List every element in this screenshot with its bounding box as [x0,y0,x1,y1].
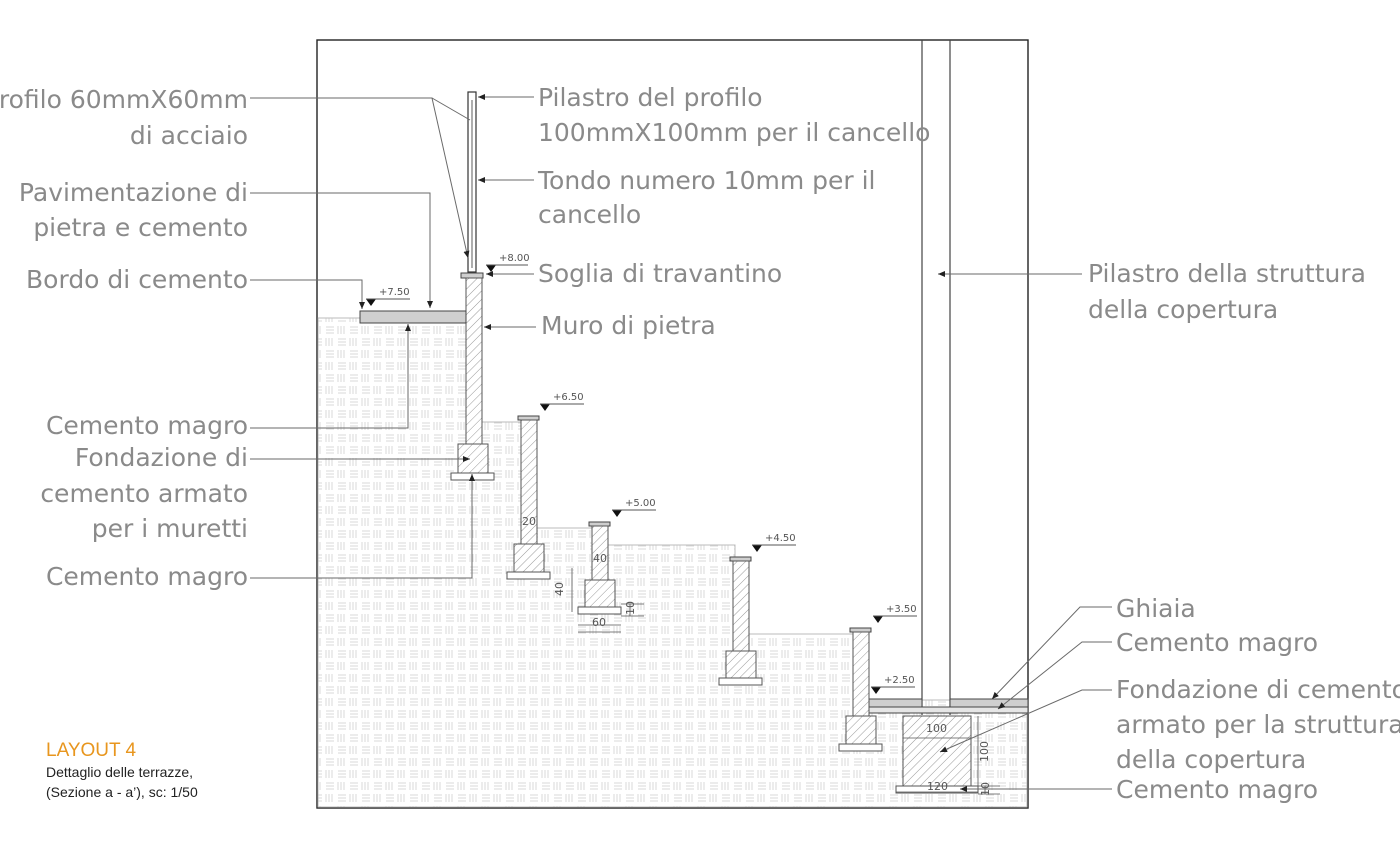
terraced-soil [317,317,1028,808]
wall-foundation-2-base [506,571,551,580]
label-fond-cop-2: armato per la struttura [1116,710,1400,739]
wall-cap-5 [849,627,872,633]
label-pilastro-profilo-1: Pilastro del profilo [538,83,763,112]
label-fond-cop-1: Fondazione di cemento [1116,675,1400,704]
wall-foundation-5 [845,715,877,745]
level-800: +8.00 [499,253,530,264]
wall-foundation-3 [584,579,616,608]
wall-foundation-4 [725,650,757,679]
label-cemento-magro-3: Cemento magro [1116,628,1318,657]
label-cemento-magro-2: Cemento magro [46,562,248,591]
dim-100-width: 100 [926,722,947,735]
label-tondo-2: cancello [538,200,641,229]
label-muro: Muro di pietra [541,311,716,340]
wall-foundation-5-base [838,743,883,752]
dim-40-foot: 40 [553,582,566,596]
gate-pillar [467,91,477,273]
label-fondazione-1: Fondazione di [75,443,248,472]
label-pavimentazione-1: Pavimentazione di [19,178,248,207]
wall-foundation-2 [513,543,545,573]
wall-cap-2 [517,415,540,421]
label-fondazione-2: cemento armato [40,479,248,508]
wall-foundation-3-base [577,606,622,615]
caption-line-2: (Sezione a - a’), sc: 1/50 [46,784,198,800]
dim-20: 20 [522,515,536,528]
dim-10-a: 10 [624,601,637,615]
level-350: +3.50 [886,604,917,615]
roof-foundation [902,715,972,787]
label-pilastro-struttura-1: Pilastro della struttura [1088,259,1366,288]
wall-cap-3 [588,521,611,527]
level-650: +6.50 [553,392,584,403]
stone-wall-1 [465,277,483,445]
label-cemento-magro-1: Cemento magro [46,411,248,440]
gravel-layer-left [867,698,923,708]
label-cemento-magro-4: Cemento magro [1116,775,1318,804]
drawing-frame [316,39,1029,809]
lean-concrete-band [867,706,1029,714]
stone-wall-5 [852,631,870,717]
label-bordo: Bordo di cemento [26,265,248,294]
wall-cap-4 [729,556,752,562]
caption-line-1: Dettaglio delle terrazze, [46,764,194,780]
dimension-lines [571,568,1000,795]
paving-slab [359,310,467,324]
label-pavimentazione-2: pietra e cemento [33,213,248,242]
dim-40-wall: 40 [593,552,607,565]
label-ghiaia: Ghiaia [1116,594,1196,623]
label-soglia: Soglia di travantino [538,259,782,288]
level-markers [366,264,917,694]
level-750: +7.50 [379,287,410,298]
dim-120: 120 [927,780,948,793]
gravel-layer [949,698,1029,708]
stone-wall-4 [732,560,750,652]
label-profilo-2: di acciaio [130,121,248,150]
dim-60: 60 [592,616,606,629]
roof-column [921,40,951,715]
level-500: +5.00 [625,498,656,509]
dim-100-height: 100 [978,741,991,762]
label-pilastro-profilo-2: 100mmX100mm per il cancello [538,118,930,147]
label-fondazione-3: per i muretti [92,514,248,543]
label-fond-cop-3: della copertura [1116,745,1306,774]
label-profilo-1: Profilo 60mmX60mm [0,85,248,114]
level-250: +2.50 [884,675,915,686]
caption: LAYOUT 4 Dettaglio delle terrazze, (Sezi… [46,740,198,802]
caption-title: LAYOUT 4 [46,740,137,761]
travertine-sill [460,272,484,279]
label-tondo-1: Tondo numero 10mm per il [537,166,876,195]
label-pilastro-struttura-2: della copertura [1088,295,1278,324]
wall-foundation-4-base [718,677,763,686]
level-450: +4.50 [765,533,796,544]
leader-lines [250,94,1112,792]
